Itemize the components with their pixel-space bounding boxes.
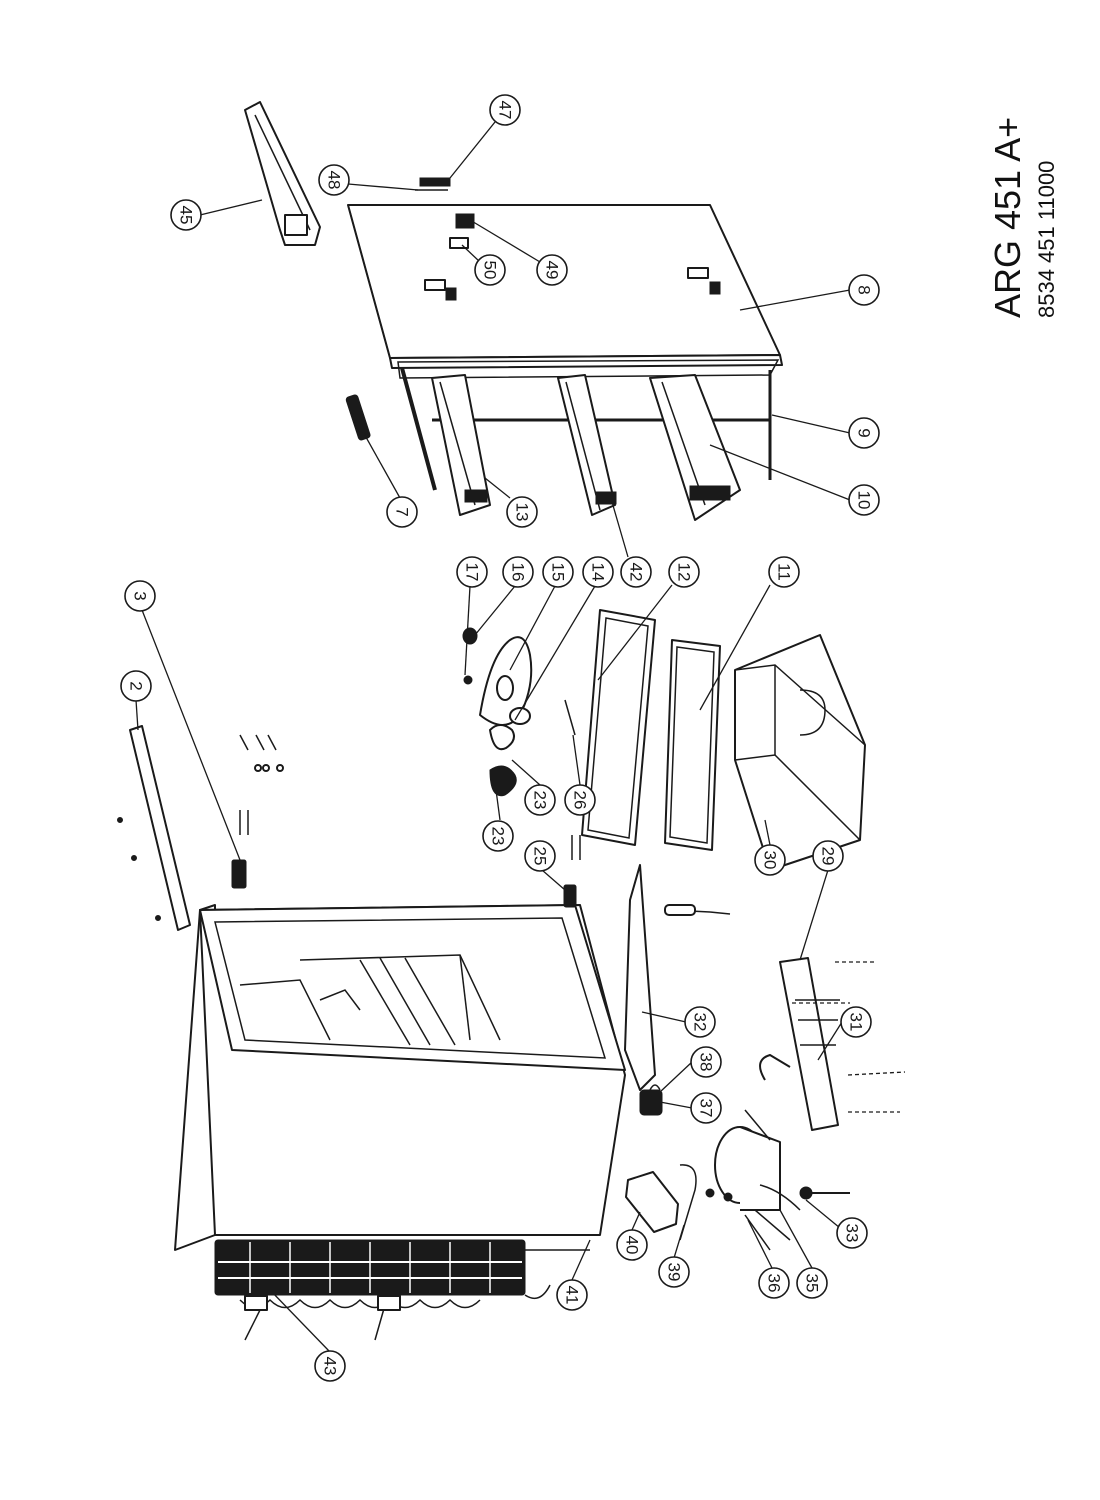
cabinet — [174, 904, 626, 1341]
callout-7: 7 — [386, 496, 418, 528]
callout-label: 11 — [775, 563, 794, 581]
callout-12: 12 — [668, 556, 700, 588]
thermostat-group — [462, 627, 581, 908]
crisper-drawer — [734, 634, 866, 871]
callout-48: 48 — [318, 164, 350, 196]
callout-11: 11 — [768, 556, 800, 588]
callout-label: 12 — [675, 563, 694, 582]
callout-32: 32 — [684, 1006, 716, 1038]
callout-label: 47 — [496, 101, 515, 120]
compressor-group — [624, 864, 906, 1251]
callout-label: 42 — [627, 563, 646, 582]
callout-label: 23 — [489, 827, 508, 846]
callout-label: 36 — [765, 1274, 784, 1293]
callout-label: 14 — [589, 563, 608, 582]
callout-label: 23 — [531, 791, 550, 810]
callout-label: 39 — [665, 1263, 684, 1282]
callout-label: 33 — [843, 1224, 862, 1243]
callout-label: 13 — [513, 503, 532, 522]
callout-14: 14 — [582, 556, 614, 588]
callout-9: 9 — [848, 417, 880, 449]
callout-25: 25 — [524, 840, 556, 872]
callout-29: 29 — [812, 840, 844, 872]
door-balconies — [431, 374, 741, 521]
callout-37: 37 — [690, 1092, 722, 1124]
callout-35: 35 — [796, 1267, 828, 1299]
door — [347, 177, 783, 491]
callout-label: 38 — [697, 1053, 716, 1072]
callout-15: 15 — [542, 556, 574, 588]
hinge-top — [231, 734, 284, 889]
model-code: 8534 451 11000 — [1034, 161, 1059, 318]
callout-label: 45 — [177, 206, 196, 225]
callout-label: 26 — [571, 791, 590, 810]
callout-label: 40 — [623, 1236, 642, 1255]
callout-42: 42 — [620, 556, 652, 588]
callout-30: 30 — [754, 844, 786, 876]
callout-31: 31 — [840, 1006, 872, 1038]
callout-38: 38 — [690, 1046, 722, 1078]
top-strip — [117, 725, 191, 931]
callout-10: 10 — [848, 484, 880, 516]
callout-43: 43 — [314, 1350, 346, 1382]
door-handle — [244, 101, 321, 246]
model-name: ARG 451 A+ — [987, 117, 1028, 318]
callout-33: 33 — [836, 1217, 868, 1249]
callout-39: 39 — [658, 1256, 690, 1288]
callout-label: 35 — [803, 1274, 822, 1293]
callouts: 2 3 7 8 9 10 — [120, 94, 880, 1382]
callout-label: 41 — [563, 1286, 582, 1305]
callout-label: 31 — [847, 1013, 866, 1032]
callout-label: 49 — [543, 261, 562, 280]
callout-label: 30 — [761, 851, 780, 870]
callout-label: 32 — [691, 1013, 710, 1032]
callout-label: 25 — [531, 847, 550, 866]
callout-36: 36 — [758, 1267, 790, 1299]
callout-label: 2 — [127, 681, 146, 690]
callout-label: 9 — [855, 428, 874, 437]
callout-label: 37 — [697, 1099, 716, 1118]
callout-26: 26 — [564, 784, 596, 816]
callout-label: 3 — [131, 591, 150, 600]
callout-41: 41 — [556, 1279, 588, 1311]
callout-label: 10 — [855, 491, 874, 510]
callout-label: 17 — [463, 563, 482, 582]
callout-label: 50 — [481, 261, 500, 280]
egg-tray — [345, 394, 371, 441]
callout-47: 47 — [489, 94, 521, 126]
callout-49: 49 — [536, 254, 568, 286]
callout-label: 48 — [325, 171, 344, 190]
callout-17: 17 — [456, 556, 488, 588]
callout-13: 13 — [506, 496, 538, 528]
condenser-tubes — [218, 1242, 522, 1293]
callout-label: 16 — [509, 563, 528, 582]
callout-16: 16 — [502, 556, 534, 588]
glass-shelves — [581, 609, 721, 851]
callout-2: 2 — [120, 670, 152, 702]
callout-label: 8 — [855, 285, 874, 294]
callout-label: 43 — [321, 1357, 340, 1376]
callout-23a: 23 — [482, 820, 514, 852]
callout-8: 8 — [848, 274, 880, 306]
callout-40: 40 — [616, 1229, 648, 1261]
callout-3: 3 — [124, 580, 156, 612]
callout-50: 50 — [474, 254, 506, 286]
callout-45: 45 — [170, 199, 202, 231]
callout-label: 7 — [393, 507, 412, 516]
model-label: ARG 451 A+ 8534 451 11000 — [987, 117, 1059, 318]
callout-23b: 23 — [524, 784, 556, 816]
callout-label: 15 — [549, 563, 568, 582]
callout-label: 29 — [819, 847, 838, 866]
